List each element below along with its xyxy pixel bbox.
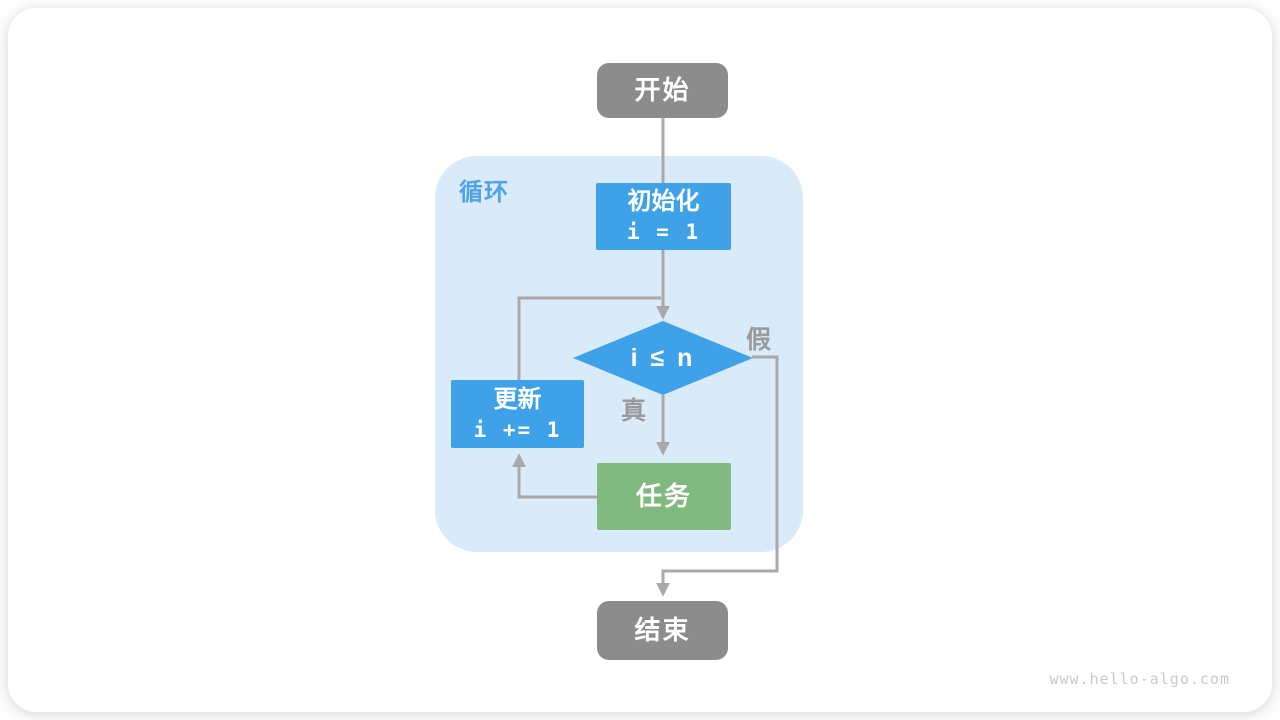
- node-task: 任务: [597, 463, 731, 530]
- watermark-text: www.hello-algo.com: [1049, 670, 1230, 688]
- node-update-code: i += 1: [473, 417, 562, 442]
- node-start: 开始: [597, 63, 728, 118]
- node-update-label: 更新: [493, 385, 542, 413]
- diagram-card: 循环 开始 初始化 i = 1 i ≤ n 更新 i += 1: [8, 8, 1272, 712]
- node-start-label: 开始: [634, 75, 691, 106]
- edge-label-false: 假: [746, 326, 772, 354]
- edge-label-true: 真: [621, 397, 647, 425]
- node-end-label: 结束: [634, 615, 691, 646]
- node-init-code: i = 1: [626, 220, 701, 245]
- node-init-label: 初始化: [627, 188, 700, 216]
- node-init: 初始化 i = 1: [596, 183, 731, 250]
- node-end: 结束: [597, 601, 728, 660]
- node-condition-code: i ≤ n: [630, 343, 696, 372]
- node-task-label: 任务: [635, 481, 692, 512]
- loop-label: 循环: [459, 179, 509, 206]
- node-update: 更新 i += 1: [451, 380, 584, 448]
